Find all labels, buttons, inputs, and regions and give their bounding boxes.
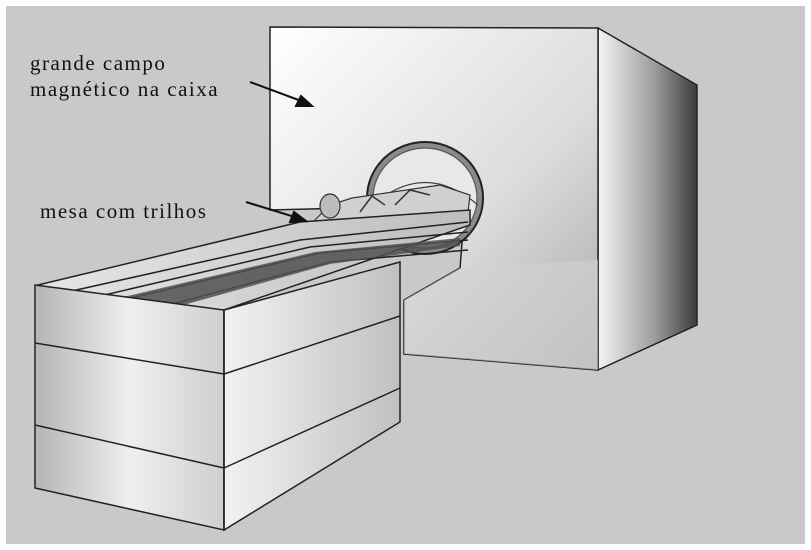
table-side xyxy=(223,261,401,532)
label-table-with-rails: mesa com trilhos xyxy=(40,199,208,223)
table-front xyxy=(34,284,225,531)
label-magnet-box-line2: magnético na caixa xyxy=(30,77,220,101)
arrow-to-table xyxy=(245,201,309,224)
magnet-box-side xyxy=(597,26,698,372)
arrow-to-magnet-box xyxy=(249,81,315,107)
label-magnet-box-line1: grande campo xyxy=(30,51,167,75)
table-drawer-lines xyxy=(34,310,401,530)
